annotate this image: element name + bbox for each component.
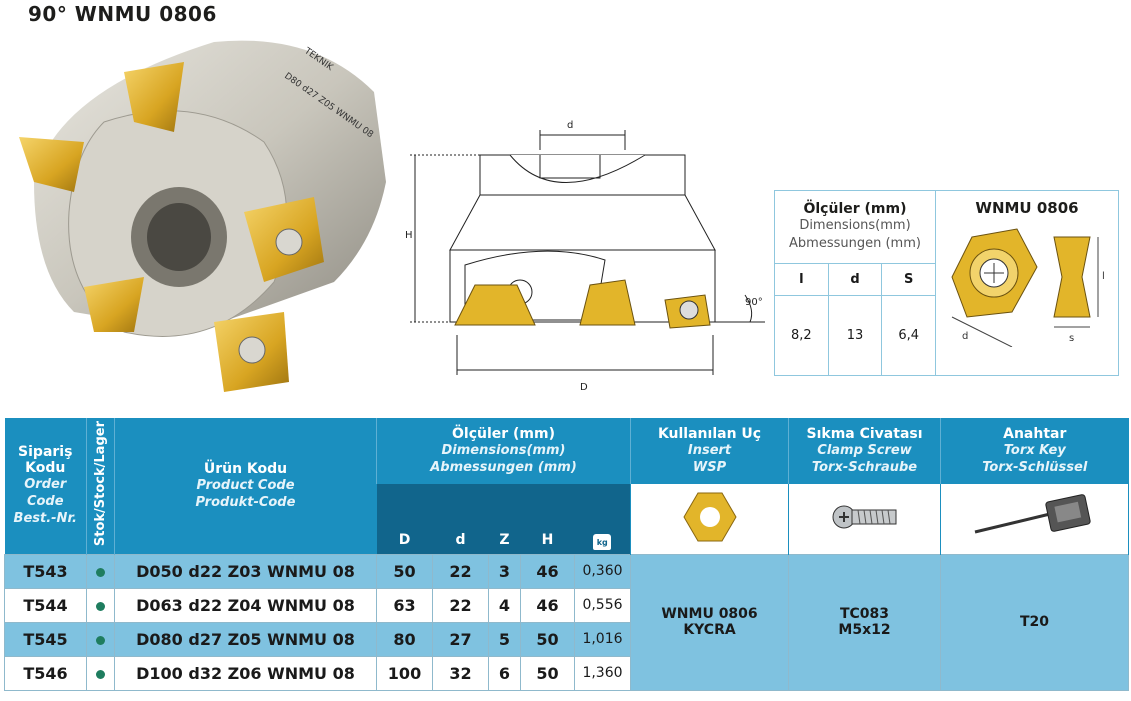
dim-H-cell: 46 xyxy=(520,553,575,589)
page-title: 90° WNMU 0806 xyxy=(28,2,217,26)
dim-D-cell: 63 xyxy=(376,587,433,623)
dim-Z-cell: 4 xyxy=(488,587,521,623)
dim-H-cell: 46 xyxy=(520,587,575,623)
table-row: T543 D050 d22 Z03 WNMU 08 50 22 3 46 0,3… xyxy=(4,553,1130,691)
screw-icon xyxy=(832,505,897,529)
insert-image-cell xyxy=(630,484,790,554)
dim-D-label: D xyxy=(580,382,588,393)
dim-D-cell: 100 xyxy=(376,655,433,691)
col-H: H xyxy=(520,484,575,554)
order-code-cell: T544 xyxy=(4,587,87,623)
stock-cell xyxy=(86,553,115,589)
dim-H-label: H xyxy=(405,230,413,241)
col-Z: Z xyxy=(488,484,521,554)
table-row: T544 D063 d22 Z04 WNMU 08 63 22 4 46 0,5… xyxy=(4,587,1129,623)
insert-icon xyxy=(682,492,737,542)
technical-drawing: d H D 90° xyxy=(405,120,765,393)
col-d: d xyxy=(432,484,489,554)
spec-title: Ölçüler (mm) xyxy=(803,201,907,217)
in-stock-icon xyxy=(96,635,105,645)
insert-title: WNMU 0806 xyxy=(975,199,1079,217)
order-code-cell: T545 xyxy=(4,621,87,657)
spec-subtitle-de: Abmessungen (mm) xyxy=(789,236,921,251)
weight-cell: 1,016 xyxy=(573,621,632,657)
in-stock-icon xyxy=(96,567,105,577)
order-code-cell: T546 xyxy=(4,655,87,691)
dim-D-cell: 50 xyxy=(376,553,433,589)
header-insert: Kullanılan Uç Insert WSP xyxy=(630,418,789,484)
angle-label: 90° xyxy=(745,297,763,308)
order-code-cell: T543 xyxy=(4,553,87,589)
key-image-cell xyxy=(940,484,1130,554)
spec-val-d: 13 xyxy=(829,296,883,375)
table-row: T546 D100 d32 Z06 WNMU 08 100 32 6 50 1,… xyxy=(4,655,1129,691)
clamp-image-cell xyxy=(788,484,942,554)
col-weight: kg xyxy=(574,484,631,554)
insert-d-label: d xyxy=(962,331,968,342)
product-code-cell: D080 d27 Z05 WNMU 08 xyxy=(114,621,377,657)
dim-d-label: d xyxy=(567,120,573,131)
header-order-code: Sipariş Kodu Order Code Best.-Nr. xyxy=(4,418,87,554)
in-stock-icon xyxy=(96,669,105,679)
spec-val-l: 8,2 xyxy=(775,296,829,375)
insert-s-label: s xyxy=(1069,333,1074,344)
dim-d-cell: 22 xyxy=(432,587,489,623)
in-stock-icon xyxy=(96,601,105,611)
spec-col-s: S xyxy=(903,272,914,287)
dim-H-cell: 50 xyxy=(520,621,575,657)
key-value-cell: T20 xyxy=(940,553,1130,691)
spec-col-d: d xyxy=(829,264,883,295)
dim-Z-cell: 5 xyxy=(488,621,521,657)
dim-d-cell: 22 xyxy=(432,553,489,589)
header-stock: Stok/Stock/Lager xyxy=(86,418,115,554)
weight-icon: kg xyxy=(593,533,612,550)
header-clamp: Sıkma Civatası Clamp Screw Torx-Schraube xyxy=(788,418,941,484)
spec-col-l: l xyxy=(775,264,829,295)
stock-cell xyxy=(86,621,115,657)
table-row: T545 D080 d27 Z05 WNMU 08 80 27 5 50 1,0… xyxy=(4,621,1129,657)
spec-subtitle-en: Dimensions(mm) xyxy=(799,218,911,233)
col-D: D xyxy=(376,484,433,554)
weight-cell: 1,360 xyxy=(573,655,632,691)
spec-val-s: 6,4 xyxy=(898,328,920,343)
product-code-cell: D050 d22 Z03 WNMU 08 xyxy=(114,553,377,589)
header-dimensions: Ölçüler (mm) Dimensions(mm) Abmessungen … xyxy=(375,418,631,484)
weight-cell: 0,360 xyxy=(573,553,632,589)
insert-spec-box: Ölçüler (mm) Dimensions(mm) Abmessungen … xyxy=(774,190,1119,376)
torx-key-icon xyxy=(974,493,1091,534)
insert-diagram: d l s xyxy=(951,228,1105,347)
insert-l-label: l xyxy=(1102,271,1105,282)
product-code-cell: D100 d32 Z06 WNMU 08 xyxy=(114,655,377,691)
weight-cell: 0,556 xyxy=(573,587,632,623)
stock-cell xyxy=(86,587,115,623)
stock-cell xyxy=(86,655,115,691)
milling-cutter-photo: D80 d27 Z05 WNMU 08 TEKNIK xyxy=(19,40,386,392)
dim-Z-cell: 6 xyxy=(488,655,521,691)
dim-H-cell: 50 xyxy=(520,655,575,691)
dim-Z-cell: 3 xyxy=(488,553,521,589)
product-code-cell: D063 d22 Z04 WNMU 08 xyxy=(114,587,377,623)
header-key: Anahtar Torx Key Torx-Schlüssel xyxy=(940,418,1129,484)
product-table: Sipariş Kodu Order Code Best.-Nr. Stok/S… xyxy=(4,418,1130,691)
dim-d-cell: 27 xyxy=(432,621,489,657)
header-product-code: Ürün Kodu Product Code Produkt-Code xyxy=(114,418,377,554)
dim-d-cell: 32 xyxy=(432,655,489,691)
dim-D-cell: 80 xyxy=(376,621,433,657)
